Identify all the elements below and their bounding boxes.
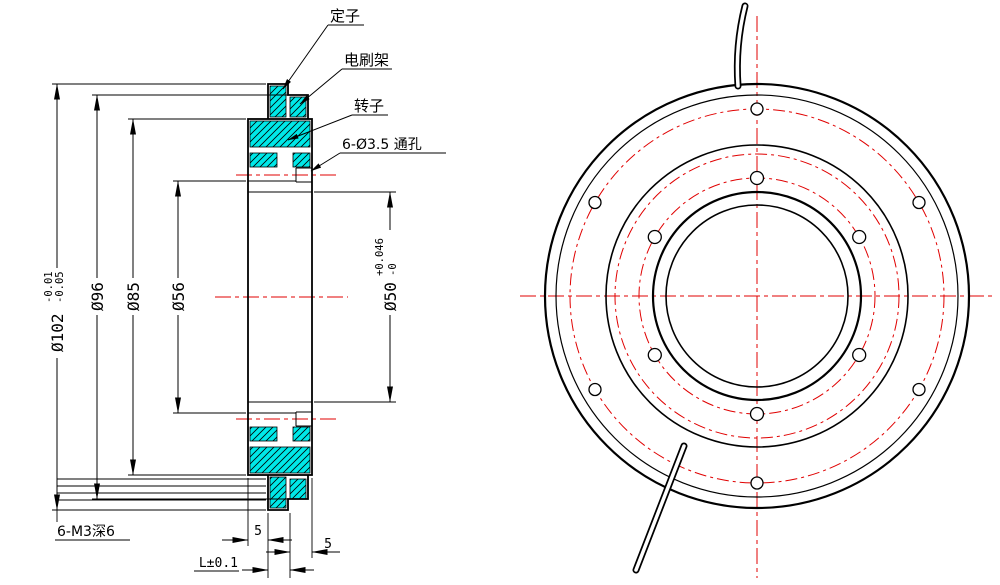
hatch-area bbox=[249, 152, 278, 168]
dim-text-left-5: 5 bbox=[254, 524, 262, 539]
mounting-hole bbox=[852, 347, 867, 363]
dimension-d50: Ø50 -0 +0.046 bbox=[314, 191, 400, 403]
dimension-right-5: 5 bbox=[266, 478, 340, 558]
callout-brush-holder: 电刷架 bbox=[299, 51, 392, 105]
dimension-d102: Ø102 -0.01 -0.05 bbox=[43, 83, 266, 511]
section-centerlines bbox=[215, 174, 348, 420]
mounting-hole bbox=[750, 476, 764, 490]
dim-text-d56: Ø56 bbox=[169, 282, 188, 311]
dim-tol-upper: -0.01 bbox=[43, 271, 55, 303]
wire-core bbox=[634, 444, 686, 572]
hatch-area bbox=[249, 426, 278, 442]
mounting-hole bbox=[852, 229, 867, 245]
flange-step-circle bbox=[555, 94, 959, 498]
hub-outer-circle bbox=[651, 190, 863, 402]
callout-stator: 定子 bbox=[282, 7, 364, 90]
dimension-length-L: L±0.1 bbox=[194, 513, 314, 578]
dim-tol-lower: -0.05 bbox=[54, 271, 66, 303]
mounting-hole bbox=[750, 102, 764, 116]
leader-line bbox=[299, 68, 343, 105]
hatch-area bbox=[249, 446, 311, 474]
stator-label: 定子 bbox=[330, 7, 360, 25]
dimension-d85: Ø85 bbox=[124, 118, 246, 476]
flange-body bbox=[247, 118, 313, 476]
dimension-left-5: 5 bbox=[222, 478, 292, 546]
through-hole-channel-top bbox=[295, 167, 312, 183]
outer-flange-circle bbox=[543, 82, 971, 510]
hatch-area bbox=[249, 120, 311, 148]
leader-line bbox=[282, 24, 329, 90]
hatch-area bbox=[289, 96, 307, 118]
cap-bottom bbox=[267, 475, 309, 511]
front-view bbox=[520, 2, 995, 578]
mounting-hole bbox=[912, 382, 926, 397]
lead-wire-top bbox=[733, 2, 749, 90]
tapped-holes-label: 6-M3深6 bbox=[57, 524, 115, 540]
dim-text-d102: Ø102 bbox=[48, 313, 67, 352]
dim-text-right-5: 5 bbox=[324, 537, 332, 552]
callout-tapped-holes: 6-M3深6 bbox=[55, 478, 266, 541]
brush-holder-label: 电刷架 bbox=[344, 51, 389, 69]
dim-tol-lower: -0 bbox=[387, 263, 399, 276]
mounting-hole bbox=[749, 170, 765, 186]
hatch-area bbox=[269, 476, 287, 509]
dim-text-length: L±0.1 bbox=[199, 556, 238, 571]
mounting-hole bbox=[647, 347, 662, 363]
leader-line bbox=[310, 152, 341, 172]
through-holes-label: 6-Ø3.5 通孔 bbox=[342, 137, 422, 153]
rotor-label: 转子 bbox=[354, 97, 384, 115]
dim-text-d96: Ø96 bbox=[88, 282, 107, 311]
outer-mounting-holes bbox=[588, 102, 926, 490]
callout-through-holes: 6-Ø3.5 通孔 bbox=[310, 137, 446, 172]
mounting-hole bbox=[588, 382, 602, 397]
mounting-hole bbox=[647, 229, 662, 245]
rotor-outer-circle bbox=[605, 144, 909, 448]
rotor-dashed-circle bbox=[614, 153, 900, 439]
wire-core bbox=[735, 4, 747, 88]
bore-circle bbox=[665, 204, 849, 388]
leader-line bbox=[287, 114, 353, 141]
dimension-d56: Ø56 bbox=[169, 180, 246, 414]
hatch-area bbox=[292, 152, 311, 168]
callout-rotor: 转子 bbox=[287, 97, 388, 141]
mounting-hole bbox=[749, 406, 765, 422]
dim-tol-upper: +0.046 bbox=[374, 238, 386, 276]
mounting-hole bbox=[912, 195, 926, 210]
inner-mounting-holes bbox=[647, 170, 867, 422]
through-hole-channel-bottom bbox=[295, 411, 312, 427]
hatch-area bbox=[269, 85, 287, 118]
hatch-area bbox=[292, 426, 311, 442]
section-view: 定子 电刷架 转子 6-Ø3.5 通孔 Ø102 -0.01 -0. bbox=[43, 7, 446, 578]
dimension-d96: Ø96 bbox=[88, 94, 306, 500]
mounting-hole bbox=[588, 195, 602, 210]
section-outline bbox=[247, 83, 313, 511]
lead-wire-bottom bbox=[632, 442, 688, 574]
dim-text-d85: Ø85 bbox=[124, 282, 143, 311]
dim-text-d50: Ø50 bbox=[381, 282, 400, 311]
hatch-area bbox=[289, 478, 307, 500]
